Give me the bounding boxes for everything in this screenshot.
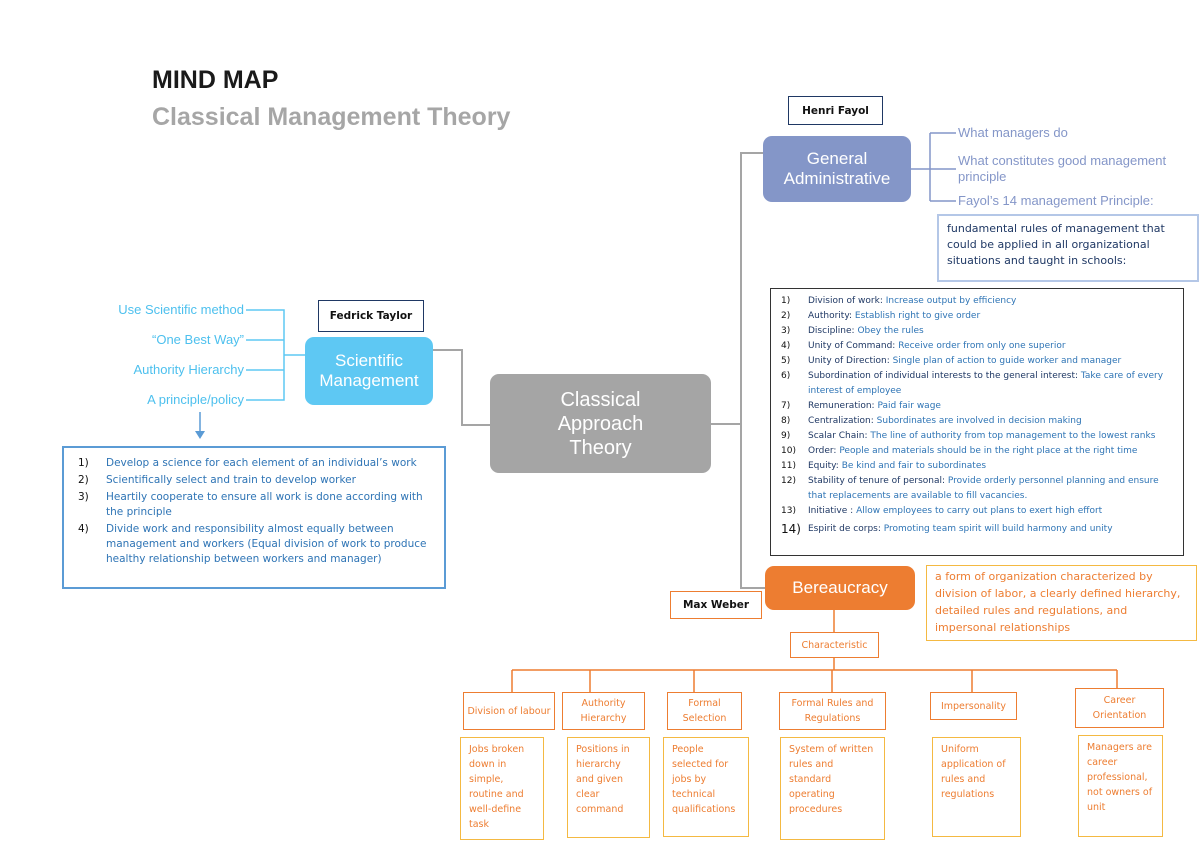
- page-subtitle: Classical Management Theory: [152, 103, 511, 131]
- characteristic-title: Career Orientation: [1075, 688, 1164, 728]
- fayol-principle: 14)Espirit de corps: Promoting team spir…: [781, 522, 1113, 536]
- taylor-principles-box: 1)Develop a science for each element of …: [62, 446, 446, 589]
- bureaucracy-definition-box: a form of organization characterized by …: [926, 565, 1197, 641]
- fayol-principle: 1)Division of work: Increase output by e…: [781, 296, 1017, 306]
- bureaucracy-node[interactable]: Bereaucracy: [765, 566, 915, 610]
- list-item: 4)Divide work and responsibility almost …: [78, 523, 427, 565]
- list-item: 2)Scientifically select and train to dev…: [78, 474, 356, 486]
- general-administrative-label: General Administrative: [783, 148, 891, 188]
- author-tag-weber: Max Weber: [670, 591, 762, 619]
- fayol-principle: 3)Discipline: Obey the rules: [781, 326, 924, 336]
- characteristic-title: Formal Selection: [667, 692, 742, 730]
- scientific-item: A principle/policy: [147, 392, 244, 407]
- fayol-principle: 5)Unity of Direction: Single plan of act…: [781, 356, 1122, 366]
- fayol-principle: 6)Subordination of individual interests …: [781, 371, 1164, 396]
- fayol-principles-box: 1)Division of work: Increase output by e…: [770, 288, 1184, 556]
- fayol-principle: 7)Remuneration: Paid fair wage: [781, 401, 941, 411]
- fayol-principle: 8)Centralization: Subordinates are invol…: [781, 416, 1082, 426]
- characteristic-desc: Jobs broken down in simple, routine and …: [460, 737, 544, 840]
- scientific-item: Authority Hierarchy: [133, 362, 244, 377]
- fayol-definition-box: fundamental rules of management that cou…: [937, 214, 1199, 282]
- fayol-principle: 10)Order: People and materials should be…: [781, 446, 1138, 456]
- general-administrative-node[interactable]: General Administrative: [763, 136, 911, 202]
- scientific-item: Use Scientific method: [118, 302, 244, 317]
- scientific-item: “One Best Way”: [152, 332, 244, 347]
- general-item: What constitutes good management princip…: [958, 153, 1167, 184]
- characteristic-desc: Uniform application of rules and regulat…: [932, 737, 1021, 837]
- scientific-management-node[interactable]: Scientific Management: [305, 337, 433, 405]
- list-item: 1)Develop a science for each element of …: [78, 457, 417, 469]
- characteristic-desc: Positions in hierarchy and given clear c…: [567, 737, 650, 838]
- author-tag-taylor: Fedrick Taylor: [318, 300, 424, 332]
- characteristic-title: Division of labour: [463, 692, 555, 730]
- characteristic-desc: Managers are career professional, not ow…: [1078, 735, 1163, 837]
- characteristic-desc: People selected for jobs by technical qu…: [663, 737, 749, 837]
- scientific-management-label: Scientific Management: [319, 350, 419, 390]
- fayol-principle: 4)Unity of Command: Receive order from o…: [781, 341, 1066, 351]
- central-node-label: Classical Approach Theory: [557, 388, 644, 459]
- fayol-principle: 12)Stability of tenure of personal: Prov…: [781, 476, 1159, 501]
- characteristic-title: Authority Hierarchy: [562, 692, 645, 730]
- fayol-principle: 2)Authority: Establish right to give ord…: [781, 311, 981, 321]
- bureaucracy-label: Bereaucracy: [792, 577, 888, 597]
- fayol-principle: 11)Equity: Be kind and fair to subordina…: [781, 461, 987, 471]
- fayol-principle: 9)Scalar Chain: The line of authority fr…: [781, 431, 1156, 441]
- characteristic-box: Characteristic: [790, 632, 879, 658]
- characteristic-title: Impersonality: [930, 692, 1017, 720]
- list-item: 3)Heartily cooperate to ensure all work …: [78, 491, 423, 518]
- general-item: Fayol’s 14 management Principle:: [958, 193, 1154, 208]
- central-node[interactable]: Classical Approach Theory: [490, 374, 711, 473]
- characteristic-title: Formal Rules and Regulations: [779, 692, 886, 730]
- author-tag-fayol: Henri Fayol: [788, 96, 883, 125]
- general-item: What managers do: [958, 125, 1068, 140]
- characteristic-desc: System of written rules and standard ope…: [780, 737, 885, 840]
- page-title: MIND MAP: [152, 66, 279, 94]
- fayol-principle: 13)Initiative : Allow employees to carry…: [781, 506, 1103, 516]
